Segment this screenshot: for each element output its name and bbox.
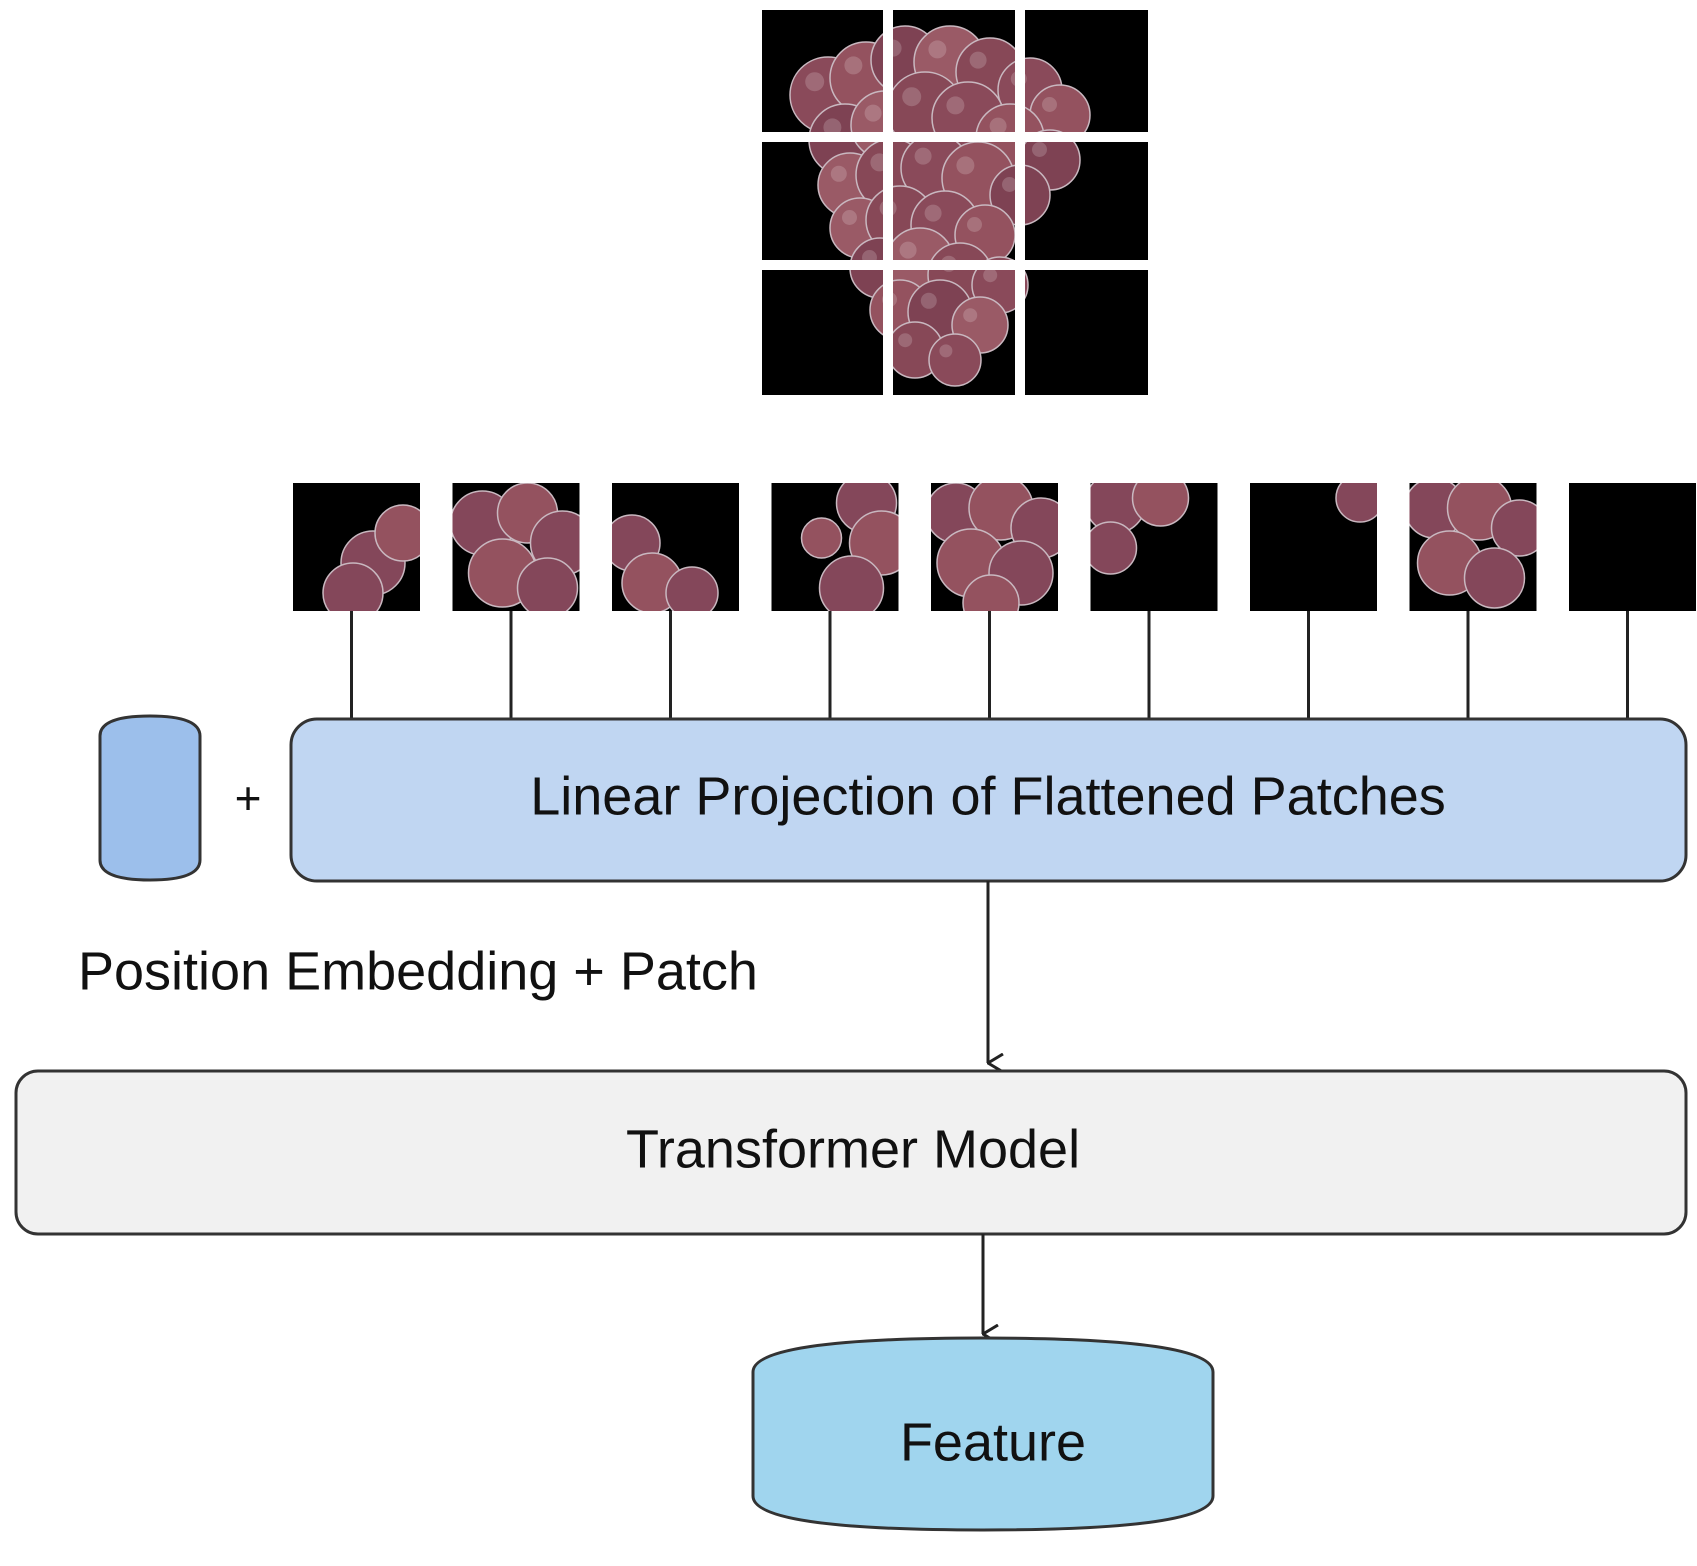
grape-highlight — [1042, 97, 1057, 112]
grape-highlight — [969, 51, 987, 69]
grape-highlight — [1002, 177, 1017, 192]
grape-icon — [928, 333, 982, 387]
grape-icon — [374, 504, 420, 562]
grape-highlight — [939, 344, 953, 358]
patch-tile — [612, 483, 739, 719]
grape-icon — [962, 574, 1020, 611]
grape-highlight — [983, 268, 998, 283]
patch-tile — [293, 483, 420, 719]
position-embedding-token — [98, 714, 202, 882]
grape-highlight — [842, 210, 857, 225]
plus-sign: + — [235, 772, 262, 824]
grape-icon — [1463, 547, 1526, 609]
projection-label: Linear Projection of Flattened Patches — [530, 766, 1446, 826]
grape-highlight — [946, 96, 965, 115]
patch-tile — [931, 483, 1058, 719]
grape-highlight — [899, 241, 917, 259]
grape-icon — [322, 562, 384, 611]
transformer-label: Transformer Model — [626, 1119, 1080, 1179]
grape-icon — [665, 566, 719, 611]
embedding-label: Position Embedding + Patch — [78, 941, 758, 1001]
patch-tile — [1569, 483, 1696, 719]
patch-tile — [771, 483, 899, 719]
grape-icon — [800, 517, 843, 559]
grape-icon — [1131, 483, 1190, 527]
projection-box: Linear Projection of Flattened Patches — [289, 717, 1688, 883]
grape-highlight — [967, 217, 982, 232]
grape-highlight — [928, 40, 947, 59]
grape-highlight — [844, 56, 863, 75]
grape-highlight — [1032, 142, 1047, 157]
patch-grid-lines — [760, 8, 1150, 398]
patch-background — [1569, 483, 1696, 611]
grape-cluster-image — [789, 25, 1091, 387]
grape-highlight — [924, 204, 942, 222]
grape-highlight — [830, 165, 847, 182]
grape-icon — [818, 555, 885, 611]
grape-icon — [1090, 521, 1138, 575]
grape-highlight — [864, 104, 882, 122]
input-image — [760, 8, 1150, 398]
grape-highlight — [805, 72, 825, 92]
patch-tile — [452, 483, 580, 719]
grape-highlight — [963, 308, 978, 323]
grape-highlight — [898, 333, 913, 348]
grape-highlight — [902, 87, 922, 107]
patch-row — [293, 483, 1696, 719]
patch-tile — [1250, 483, 1377, 719]
grape-icon — [516, 557, 579, 611]
grape-highlight — [956, 156, 975, 175]
grape-highlight — [920, 292, 937, 309]
patch-tile — [1090, 483, 1218, 719]
grape-highlight — [823, 118, 842, 137]
patch-tile — [1409, 483, 1537, 719]
feature-label: Feature — [900, 1412, 1086, 1472]
transformer-box: Transformer Model — [14, 1069, 1688, 1236]
grape-icon — [1490, 499, 1537, 557]
feature-cylinder: Feature — [751, 1336, 1215, 1532]
grape-highlight — [914, 147, 932, 165]
grape-highlight — [989, 117, 1007, 135]
grape-icon — [1335, 483, 1377, 523]
